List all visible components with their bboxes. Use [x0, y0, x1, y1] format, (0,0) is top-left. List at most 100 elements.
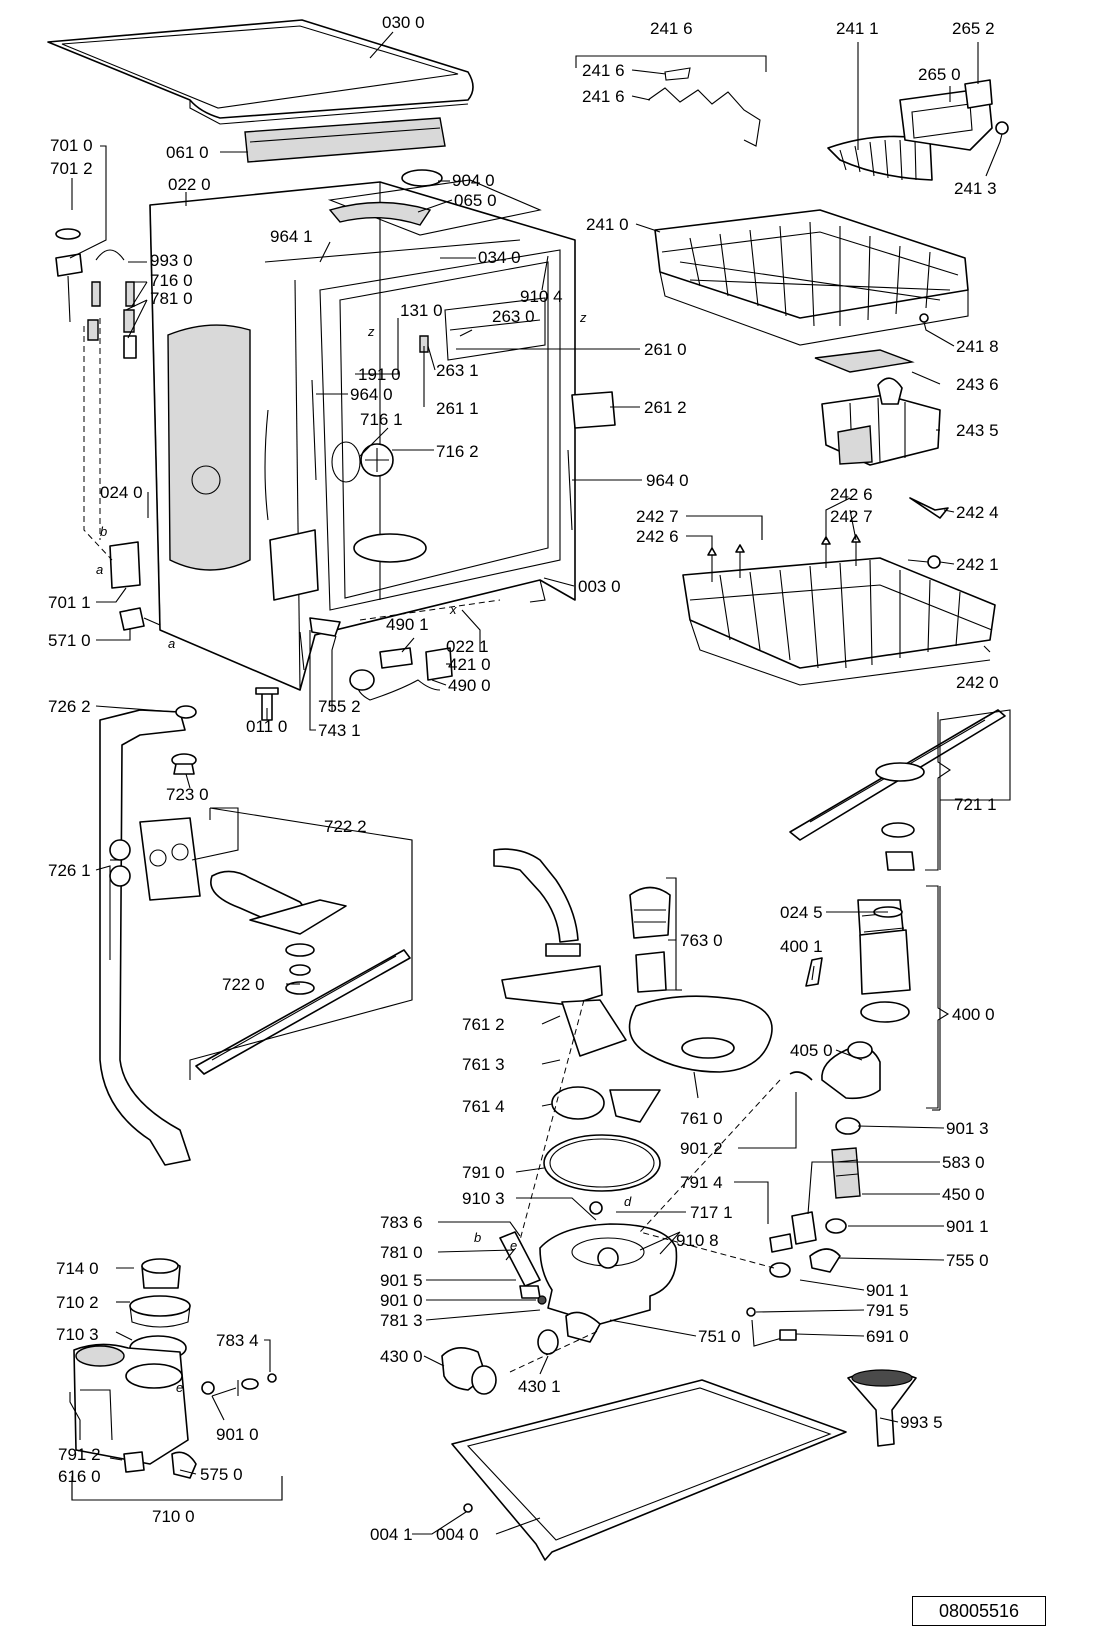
part-labels: 030 0 061 0 022 0 701 0 701 2 993 0 716 … [48, 13, 999, 1544]
label-904-0: 904 0 [452, 171, 495, 190]
label-761-4: 761 4 [462, 1097, 505, 1116]
label-726-1: 726 1 [48, 861, 91, 880]
circulation-pump [805, 906, 911, 1023]
label-430-0: 430 0 [380, 1347, 423, 1366]
label-265-0: 265 0 [918, 65, 961, 84]
worktop-lid [47, 19, 474, 125]
bracket-721-1 [925, 712, 951, 871]
label-710-2: 710 2 [56, 1293, 99, 1312]
label-726-2: 726 2 [48, 697, 91, 716]
label-755-2: 755 2 [318, 697, 361, 716]
salt-container [73, 1258, 277, 1479]
label-583-0: 583 0 [942, 1153, 985, 1172]
mark-z-left: z [367, 324, 375, 339]
label-755-0: 755 0 [946, 1251, 989, 1270]
label-964-1: 964 1 [270, 227, 313, 246]
label-701-1: 701 1 [48, 593, 91, 612]
label-901-3: 901 3 [946, 1119, 989, 1138]
label-490-1: 490 1 [386, 615, 429, 634]
mark-b-cabinet: b [100, 524, 107, 539]
label-241-6-top: 241 6 [650, 19, 693, 38]
label-761-2: 761 2 [462, 1015, 505, 1034]
label-242-6-left: 242 6 [636, 527, 679, 546]
label-722-0: 722 0 [222, 975, 265, 994]
lower-basket [682, 497, 996, 686]
label-701-2: 701 2 [50, 159, 93, 178]
label-714-0: 714 0 [56, 1259, 99, 1278]
label-791-4: 791 4 [680, 1173, 723, 1192]
label-743-1: 743 1 [318, 721, 361, 740]
insulation-strip [244, 117, 446, 163]
label-616-0: 616 0 [58, 1467, 101, 1486]
label-022-1: 022 1 [446, 637, 489, 656]
valve-and-hoses [55, 228, 161, 631]
label-261-2: 261 2 [644, 398, 687, 417]
label-717-1: 717 1 [690, 1203, 733, 1222]
label-241-1: 241 1 [836, 19, 879, 38]
label-716-2: 716 2 [436, 442, 479, 461]
label-901-1-upper: 901 1 [946, 1217, 989, 1236]
label-065-0: 065 0 [454, 191, 497, 210]
label-964-0-upper: 964 0 [350, 385, 393, 404]
label-763-0: 763 0 [680, 931, 723, 950]
label-783-6: 783 6 [380, 1213, 423, 1232]
label-004-0: 004 0 [436, 1525, 479, 1544]
sump-routing [519, 999, 585, 1241]
label-263-1: 263 1 [436, 361, 479, 380]
label-265-2: 265 2 [952, 19, 995, 38]
mark-x: x [449, 602, 457, 617]
label-191-0: 191 0 [358, 365, 401, 384]
mark-e-salt: e [176, 1380, 183, 1395]
label-716-0: 716 0 [150, 271, 193, 290]
label-710-0: 710 0 [152, 1507, 195, 1526]
label-003-0: 003 0 [578, 577, 621, 596]
cutlery-basket [814, 349, 941, 466]
document-number: 08005516 [912, 1596, 1046, 1626]
label-022-0: 022 0 [168, 175, 211, 194]
label-241-8: 241 8 [956, 337, 999, 356]
upper-basket-clips [647, 67, 1009, 181]
label-261-0: 261 0 [644, 340, 687, 359]
label-400-1: 400 1 [780, 937, 823, 956]
lower-spray-arm [789, 709, 1006, 871]
label-791-0: 791 0 [462, 1163, 505, 1182]
connection-marks: b a a x z z b e d e [96, 310, 632, 1395]
mark-b-sump: b [474, 1230, 481, 1245]
label-131-0: 131 0 [400, 301, 443, 320]
label-421-0: 421 0 [448, 655, 491, 674]
label-781-3: 781 3 [380, 1311, 423, 1330]
label-241-0: 241 0 [586, 215, 629, 234]
label-721-1: 721 1 [954, 795, 997, 814]
mark-a-cabinet: a [96, 562, 103, 577]
label-243-5: 243 5 [956, 421, 999, 440]
label-993-0: 993 0 [150, 251, 193, 270]
label-242-4: 242 4 [956, 503, 999, 522]
label-701-0: 701 0 [50, 136, 93, 155]
mark-a-valve: a [168, 636, 175, 651]
label-910-3: 910 3 [462, 1189, 505, 1208]
label-901-2: 901 2 [680, 1139, 723, 1158]
label-061-0: 061 0 [166, 143, 209, 162]
label-024-5: 024 5 [780, 903, 823, 922]
label-261-1: 261 1 [436, 399, 479, 418]
label-030-0: 030 0 [382, 13, 425, 32]
label-783-4: 783 4 [216, 1331, 259, 1350]
label-241-6-wire: 241 6 [582, 87, 625, 106]
label-241-3: 241 3 [954, 179, 997, 198]
label-901-0-salt: 901 0 [216, 1425, 259, 1444]
heater-routing [509, 1329, 601, 1373]
label-400-0: 400 0 [952, 1005, 995, 1024]
base-routing [359, 599, 501, 621]
label-242-1: 242 1 [956, 555, 999, 574]
base-frame [451, 1379, 847, 1561]
label-716-1: 716 1 [360, 410, 403, 429]
mark-d: d [624, 1194, 632, 1209]
label-011-0: 011 0 [246, 717, 287, 736]
label-791-5: 791 5 [866, 1301, 909, 1320]
label-710-3: 710 3 [56, 1325, 99, 1344]
label-571-0: 571 0 [48, 631, 91, 650]
label-761-3: 761 3 [462, 1055, 505, 1074]
label-791-2: 791 2 [58, 1445, 101, 1464]
